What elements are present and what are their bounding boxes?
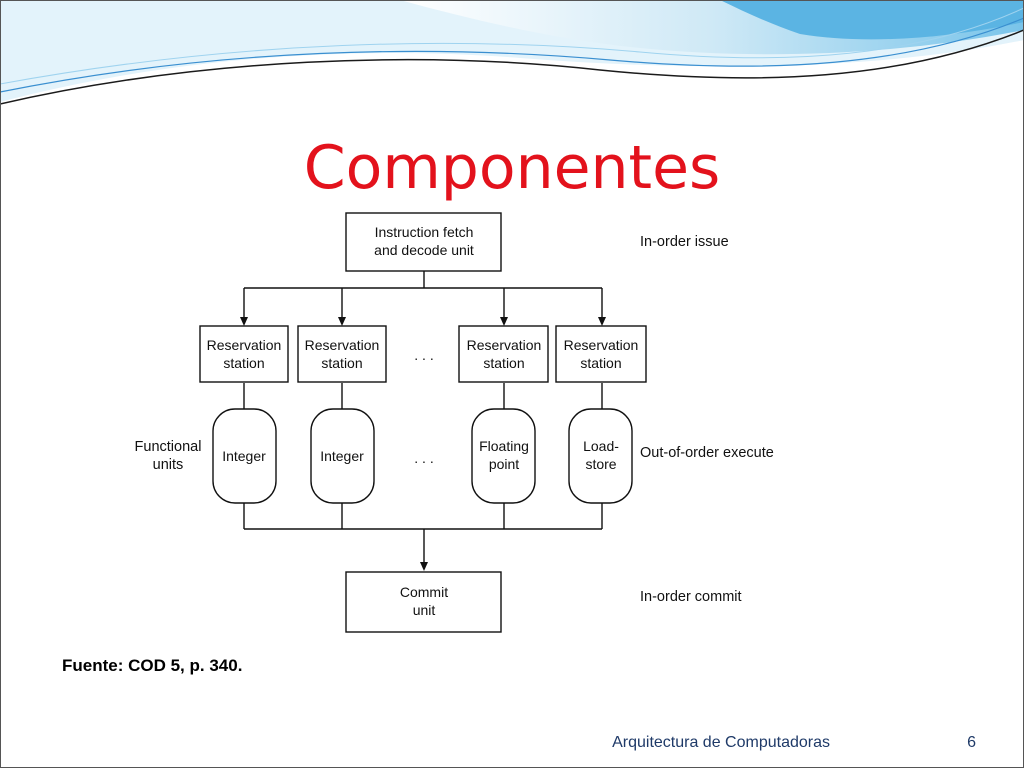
header-wave [0, 0, 1024, 105]
reservation-station-4: Reservation station [555, 325, 647, 383]
functional-unit-label: Floating [479, 438, 529, 454]
reservation-station-label: Reservation [305, 337, 380, 353]
reservation-station-3: Reservation station [458, 325, 549, 383]
source-caption: Fuente: COD 5, p. 340. [62, 656, 243, 675]
reservation-station-label: station [483, 355, 524, 371]
reservation-station-label: Reservation [467, 337, 542, 353]
reservation-station-1: Reservation station [199, 325, 289, 383]
functional-unit-label: Load- [583, 438, 619, 454]
functional-unit-integer-2: Integer [310, 408, 375, 504]
commit-unit-line-1: Commit [400, 584, 448, 600]
reservation-station-label: Reservation [564, 337, 639, 353]
functional-unit-label: Integer [320, 448, 364, 464]
stage-label-issue: In-order issue [640, 234, 729, 250]
stage-label-execute: Out-of-order execute [640, 445, 774, 461]
functional-units-label: units [153, 457, 184, 473]
ellipsis-functional-units: . . . [414, 450, 433, 466]
reservation-station-label: station [321, 355, 362, 371]
reservation-station-2: Reservation station [297, 325, 387, 383]
fetch-decode-unit: Instruction fetch and decode unit [345, 212, 502, 272]
stage-label-commit: In-order commit [640, 589, 742, 605]
functional-unit-label: store [585, 456, 616, 472]
reservation-station-label: station [580, 355, 621, 371]
functional-unit-load-store: Load- store [568, 408, 633, 504]
functional-unit-label: Integer [222, 448, 266, 464]
reservation-station-label: station [223, 355, 264, 371]
functional-units-label: Functional [135, 439, 202, 455]
ellipsis-stations: . . . [414, 347, 433, 363]
reservation-station-label: Reservation [207, 337, 282, 353]
connector-arrowheads [240, 317, 606, 571]
tomasulo-diagram: Instruction fetch and decode unit Reserv… [128, 205, 790, 643]
footer-page-number: 6 [967, 734, 976, 751]
connector-lines [243, 271, 603, 565]
footer-course-title: Arquitectura de Computadoras [612, 734, 830, 751]
commit-unit: Commit unit [345, 571, 502, 633]
functional-unit-floating-point: Floating point [471, 408, 536, 504]
commit-unit-line-2: unit [413, 602, 436, 618]
fetch-decode-line-2: and decode unit [374, 242, 474, 258]
slide-title: Componentes [303, 133, 721, 203]
functional-unit-integer-1: Integer [212, 408, 277, 504]
fetch-decode-line-1: Instruction fetch [375, 224, 474, 240]
functional-unit-label: point [489, 456, 519, 472]
